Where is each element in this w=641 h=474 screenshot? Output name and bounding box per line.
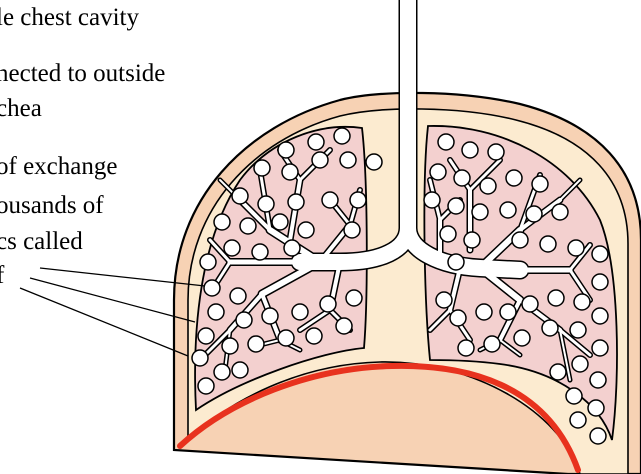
alveolus: [344, 222, 360, 238]
alveolus: [592, 308, 608, 324]
alveolus: [592, 246, 608, 262]
alveolus: [458, 340, 474, 356]
alveolus: [232, 362, 248, 378]
alveolus: [522, 296, 538, 312]
alveolus: [334, 128, 350, 144]
alveolus: [592, 274, 608, 290]
alveolus: [346, 290, 362, 306]
alveolus: [590, 372, 606, 388]
alveolus: [252, 244, 268, 260]
alveolus: [448, 254, 464, 270]
alveolus: [312, 152, 328, 168]
alveolus: [262, 308, 278, 324]
alveolus: [214, 364, 230, 380]
alveolus: [320, 296, 336, 312]
alveolus: [438, 134, 454, 150]
alveolus: [248, 336, 264, 352]
alveolus: [258, 196, 274, 212]
alveolus: [350, 192, 366, 208]
alveolus: [540, 236, 556, 252]
alveolus: [298, 222, 314, 238]
alveolus: [224, 240, 240, 256]
alveolus: [570, 412, 586, 428]
alveolus: [570, 322, 586, 338]
alveolus: [430, 164, 446, 180]
alveolus: [566, 388, 582, 404]
alveolus: [366, 154, 382, 170]
alveolus: [230, 288, 246, 304]
alveolus: [282, 164, 298, 180]
alveolus: [514, 330, 530, 346]
alveolus: [500, 304, 516, 320]
alveolus: [204, 280, 220, 296]
alveolus: [588, 400, 604, 416]
alveolus: [472, 204, 488, 220]
alveolus: [506, 170, 522, 186]
alveolus: [550, 364, 566, 380]
alveolus: [574, 294, 590, 310]
alveolus: [222, 338, 238, 354]
alveolus: [532, 176, 548, 192]
alveolus: [512, 232, 528, 248]
alveolus: [288, 194, 304, 210]
alveolus: [278, 142, 294, 158]
alveolus: [568, 240, 584, 256]
alveolus: [340, 152, 356, 168]
alveolus: [484, 336, 500, 352]
alveolus: [254, 160, 270, 176]
alveolus: [198, 378, 214, 394]
alveolus: [590, 428, 606, 444]
alveolus: [440, 226, 456, 242]
alveolus: [462, 142, 478, 158]
alveolus: [306, 328, 322, 344]
alveolus: [572, 356, 588, 372]
alveolus: [548, 290, 564, 306]
alveolus: [448, 198, 464, 214]
alveolus: [450, 310, 466, 326]
alveolus: [464, 232, 480, 248]
alveolus: [208, 304, 224, 320]
alveolus: [424, 192, 440, 208]
alveolus: [284, 240, 300, 256]
alveolus: [336, 318, 352, 334]
alveolus: [436, 292, 452, 308]
alveolus: [200, 254, 216, 270]
alveolus: [292, 304, 308, 320]
alveolus: [488, 144, 504, 160]
alveolus: [240, 218, 256, 234]
alveolus: [526, 206, 542, 222]
alveolus: [542, 320, 558, 336]
alveolus: [552, 204, 568, 220]
alveolus: [192, 350, 208, 366]
alveolus: [454, 170, 470, 186]
alveolus: [198, 328, 214, 344]
alveolus: [480, 178, 496, 194]
alveolus: [308, 134, 324, 150]
alveolus: [214, 214, 230, 230]
alveolus: [272, 214, 288, 230]
alveolus: [322, 192, 338, 208]
alveolus: [500, 202, 516, 218]
alveolus: [236, 312, 252, 328]
alveolus: [232, 188, 248, 204]
alveolus: [592, 340, 608, 356]
alveolus: [476, 304, 492, 320]
alveolus: [278, 330, 294, 346]
